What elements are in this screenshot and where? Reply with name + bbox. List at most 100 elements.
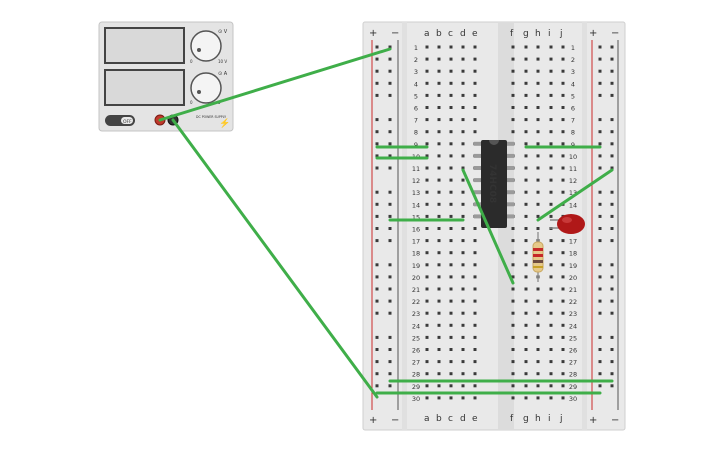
breadboard-hole[interactable] xyxy=(511,106,515,109)
breadboard-hole[interactable] xyxy=(437,81,441,85)
rail-hole[interactable] xyxy=(598,166,602,170)
rail-hole[interactable] xyxy=(598,190,602,194)
breadboard-hole[interactable] xyxy=(536,348,540,351)
rail-hole[interactable] xyxy=(388,227,392,230)
breadboard-hole[interactable] xyxy=(437,384,441,388)
breadboard-hole[interactable] xyxy=(536,323,540,327)
breadboard-hole[interactable] xyxy=(524,227,528,230)
breadboard-hole[interactable] xyxy=(524,287,528,291)
breadboard-hole[interactable] xyxy=(511,384,515,388)
breadboard-hole[interactable] xyxy=(511,263,515,267)
rail-hole[interactable] xyxy=(610,227,614,230)
breadboard-hole[interactable] xyxy=(536,202,540,206)
breadboard-hole[interactable] xyxy=(473,384,477,388)
breadboard-hole[interactable] xyxy=(449,323,453,327)
breadboard-hole[interactable] xyxy=(425,263,429,267)
breadboard-hole[interactable] xyxy=(536,311,540,315)
breadboard-hole[interactable] xyxy=(449,166,453,170)
breadboard-hole[interactable] xyxy=(461,202,465,206)
breadboard-hole[interactable] xyxy=(449,239,453,243)
breadboard-hole[interactable] xyxy=(511,372,515,376)
rail-hole[interactable] xyxy=(375,348,379,351)
breadboard-hole[interactable] xyxy=(437,166,441,170)
rail-hole[interactable] xyxy=(610,130,614,134)
breadboard-hole[interactable] xyxy=(524,142,528,146)
breadboard-hole[interactable] xyxy=(461,275,465,279)
breadboard-hole[interactable] xyxy=(437,45,441,49)
breadboard-hole[interactable] xyxy=(473,263,477,267)
breadboard-hole[interactable] xyxy=(425,166,429,170)
rail-hole[interactable] xyxy=(598,81,602,85)
rail-hole[interactable] xyxy=(598,130,602,134)
breadboard-hole[interactable] xyxy=(524,130,528,134)
rail-hole[interactable] xyxy=(598,214,602,218)
voltage-knob[interactable] xyxy=(190,30,222,62)
ic-74hc08[interactable]: 74HC08 xyxy=(474,140,514,228)
breadboard-hole[interactable] xyxy=(561,45,565,49)
breadboard-hole[interactable] xyxy=(511,287,515,291)
breadboard-hole[interactable] xyxy=(561,396,565,400)
rail-hole[interactable] xyxy=(598,57,602,61)
rail-hole[interactable] xyxy=(388,93,392,97)
rail-hole[interactable] xyxy=(388,214,392,218)
breadboard-hole[interactable] xyxy=(461,142,465,146)
breadboard-hole[interactable] xyxy=(437,106,441,109)
breadboard-hole[interactable] xyxy=(425,190,429,194)
rail-hole[interactable] xyxy=(598,360,602,364)
breadboard-hole[interactable] xyxy=(549,142,553,146)
breadboard-hole[interactable] xyxy=(461,311,465,315)
rail-hole[interactable] xyxy=(598,384,602,388)
breadboard-hole[interactable] xyxy=(524,93,528,97)
breadboard-hole[interactable] xyxy=(536,214,540,218)
rail-hole[interactable] xyxy=(598,287,602,291)
rail-hole[interactable] xyxy=(388,287,392,291)
breadboard-hole[interactable] xyxy=(425,348,429,351)
rail-hole[interactable] xyxy=(388,348,392,351)
breadboard-hole[interactable] xyxy=(536,106,540,109)
breadboard-hole[interactable] xyxy=(549,335,553,339)
breadboard-hole[interactable] xyxy=(437,190,441,194)
breadboard-hole[interactable] xyxy=(536,69,540,73)
breadboard-hole[interactable] xyxy=(425,384,429,388)
breadboard-hole[interactable] xyxy=(473,69,477,73)
breadboard-hole[interactable] xyxy=(425,275,429,279)
breadboard-hole[interactable] xyxy=(473,81,477,85)
rail-hole[interactable] xyxy=(610,348,614,351)
breadboard-hole[interactable] xyxy=(536,154,540,158)
breadboard-hole[interactable] xyxy=(425,93,429,97)
breadboard-hole[interactable] xyxy=(437,372,441,376)
breadboard-hole[interactable] xyxy=(461,69,465,73)
breadboard-hole[interactable] xyxy=(437,154,441,158)
rail-hole[interactable] xyxy=(610,69,614,73)
rail-hole[interactable] xyxy=(610,93,614,97)
rail-hole[interactable] xyxy=(388,69,392,73)
led[interactable] xyxy=(550,214,585,234)
breadboard-hole[interactable] xyxy=(561,311,565,315)
rail-hole[interactable] xyxy=(388,360,392,364)
breadboard-hole[interactable] xyxy=(449,263,453,267)
breadboard-hole[interactable] xyxy=(461,154,465,158)
breadboard-hole[interactable] xyxy=(549,214,553,218)
rail-hole[interactable] xyxy=(375,214,379,218)
breadboard-hole[interactable] xyxy=(473,396,477,400)
breadboard-hole[interactable] xyxy=(511,57,515,61)
breadboard-hole[interactable] xyxy=(561,130,565,134)
rail-hole[interactable] xyxy=(375,239,379,243)
breadboard-hole[interactable] xyxy=(449,142,453,146)
rail-hole[interactable] xyxy=(610,263,614,267)
breadboard-hole[interactable] xyxy=(524,178,528,182)
rail-hole[interactable] xyxy=(375,81,379,85)
breadboard-hole[interactable] xyxy=(536,287,540,291)
breadboard-hole[interactable] xyxy=(461,360,465,364)
breadboard-hole[interactable] xyxy=(425,178,429,182)
breadboard-hole[interactable] xyxy=(461,45,465,49)
breadboard-hole[interactable] xyxy=(524,81,528,85)
breadboard-hole[interactable] xyxy=(549,45,553,49)
breadboard-hole[interactable] xyxy=(549,118,553,122)
breadboard-hole[interactable] xyxy=(461,323,465,327)
breadboard-hole[interactable] xyxy=(511,275,515,279)
breadboard-hole[interactable] xyxy=(461,287,465,291)
breadboard-hole[interactable] xyxy=(524,311,528,315)
breadboard-hole[interactable] xyxy=(536,384,540,388)
